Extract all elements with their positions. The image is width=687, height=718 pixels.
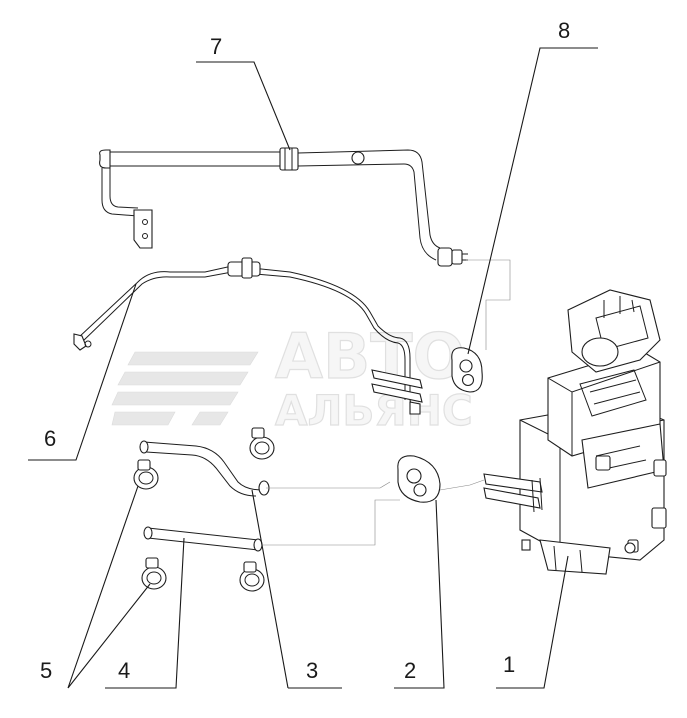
part-4-hose [143, 526, 263, 552]
callout-8: 8 [558, 18, 570, 43]
part-2-grommet [397, 455, 441, 503]
part-7-tube [99, 147, 468, 267]
watermark-emblem [111, 351, 259, 426]
callout-2: 2 [404, 658, 416, 683]
callout-1: 1 [503, 652, 515, 677]
watermark-line2: АЛЬЯНС [275, 386, 473, 435]
callout-3: 3 [306, 658, 318, 683]
clamp-a [133, 459, 159, 490]
part-8-grommet [451, 347, 483, 393]
part-5-clamps [133, 427, 275, 592]
watermark-line1: АВТО [275, 320, 465, 393]
callout-6: 6 [44, 426, 56, 451]
part-1-heater-unit [371, 289, 667, 575]
leader-lines [28, 47, 598, 689]
guide-lines [262, 259, 511, 546]
watermark-logo: АВТО АЛЬЯНС [111, 319, 473, 436]
clamp-c [141, 557, 167, 590]
callout-5: 5 [40, 658, 52, 683]
clamp-d [239, 561, 265, 592]
callout-4: 4 [118, 658, 130, 683]
callout-7: 7 [210, 34, 222, 59]
clamp-b [249, 427, 275, 460]
callout-labels: 7 8 6 5 4 3 2 1 [40, 18, 570, 683]
